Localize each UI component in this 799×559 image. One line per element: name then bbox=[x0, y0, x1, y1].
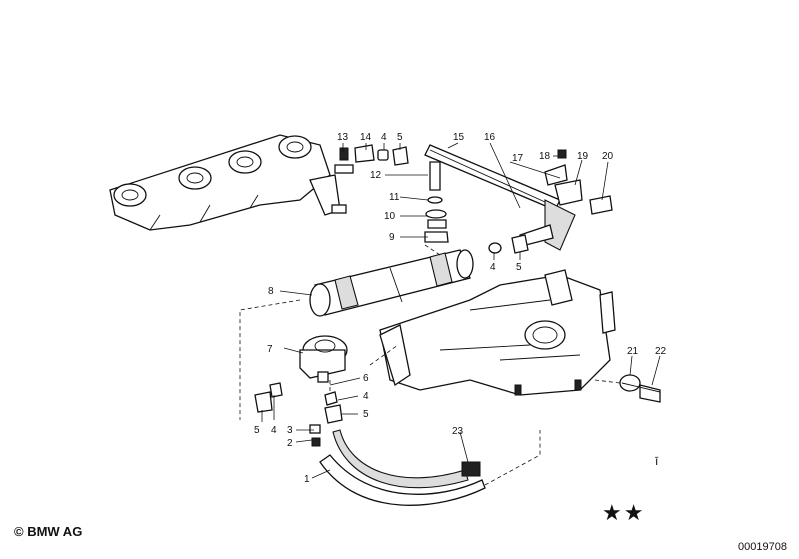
callout-12: 12 bbox=[370, 170, 382, 181]
callout-5-mid: 5 bbox=[516, 262, 522, 273]
callout-23: 23 bbox=[452, 426, 464, 437]
mounting-stack bbox=[424, 161, 449, 243]
callout-5-lower: 5 bbox=[363, 409, 369, 420]
callout-11: 11 bbox=[389, 192, 400, 203]
intake-manifold bbox=[379, 269, 616, 396]
callout-18: 18 bbox=[539, 151, 551, 162]
callout-6: 6 bbox=[363, 373, 369, 384]
callout-4-lower: 4 bbox=[363, 391, 369, 402]
callout-17: 17 bbox=[512, 153, 524, 164]
callout-2: 2 bbox=[287, 438, 293, 449]
callout-4: 4 bbox=[271, 425, 277, 436]
callout-21: 21 bbox=[627, 346, 639, 357]
assembly-lines bbox=[239, 244, 621, 486]
callout-labels: 1 2 3 4 5 6 7 8 9 10 11 12 13 14 4 5 15 … bbox=[254, 132, 667, 485]
callout-5: 5 bbox=[254, 425, 260, 436]
callout-13: 13 bbox=[337, 132, 349, 143]
callout-9: 9 bbox=[389, 232, 395, 243]
copyright-label: © BMW AG bbox=[14, 524, 83, 539]
fuel-damper-cylinder bbox=[309, 234, 529, 317]
callout-1: 1 bbox=[304, 474, 310, 485]
fuel-pipe bbox=[424, 144, 576, 251]
callout-14: 14 bbox=[360, 132, 372, 143]
flange-parts bbox=[619, 374, 661, 403]
callout-19: 19 bbox=[577, 151, 589, 162]
lower-fittings bbox=[254, 382, 343, 447]
pressure-regulator bbox=[299, 335, 348, 383]
fuel-hoses bbox=[319, 429, 486, 506]
callout-4-mid: 4 bbox=[490, 262, 496, 273]
callout-10: 10 bbox=[384, 211, 396, 222]
callout-16: 16 bbox=[484, 132, 496, 143]
leader-lines bbox=[261, 142, 661, 479]
callout-7: 7 bbox=[267, 344, 273, 355]
stars-mark: ★★ bbox=[602, 500, 646, 525]
top-fittings bbox=[339, 144, 409, 166]
callout-15: 15 bbox=[453, 132, 465, 143]
note-mark: ī bbox=[655, 454, 659, 468]
callout-20: 20 bbox=[602, 151, 614, 162]
callout-22: 22 bbox=[655, 346, 667, 357]
callout-5-top: 5 bbox=[397, 132, 403, 143]
bracket-parts bbox=[544, 149, 613, 215]
callout-8: 8 bbox=[268, 286, 274, 297]
document-number: 00019708 bbox=[738, 541, 787, 553]
callout-4-top: 4 bbox=[381, 132, 387, 143]
exhaust-manifold bbox=[109, 134, 354, 231]
callout-3: 3 bbox=[287, 425, 293, 436]
